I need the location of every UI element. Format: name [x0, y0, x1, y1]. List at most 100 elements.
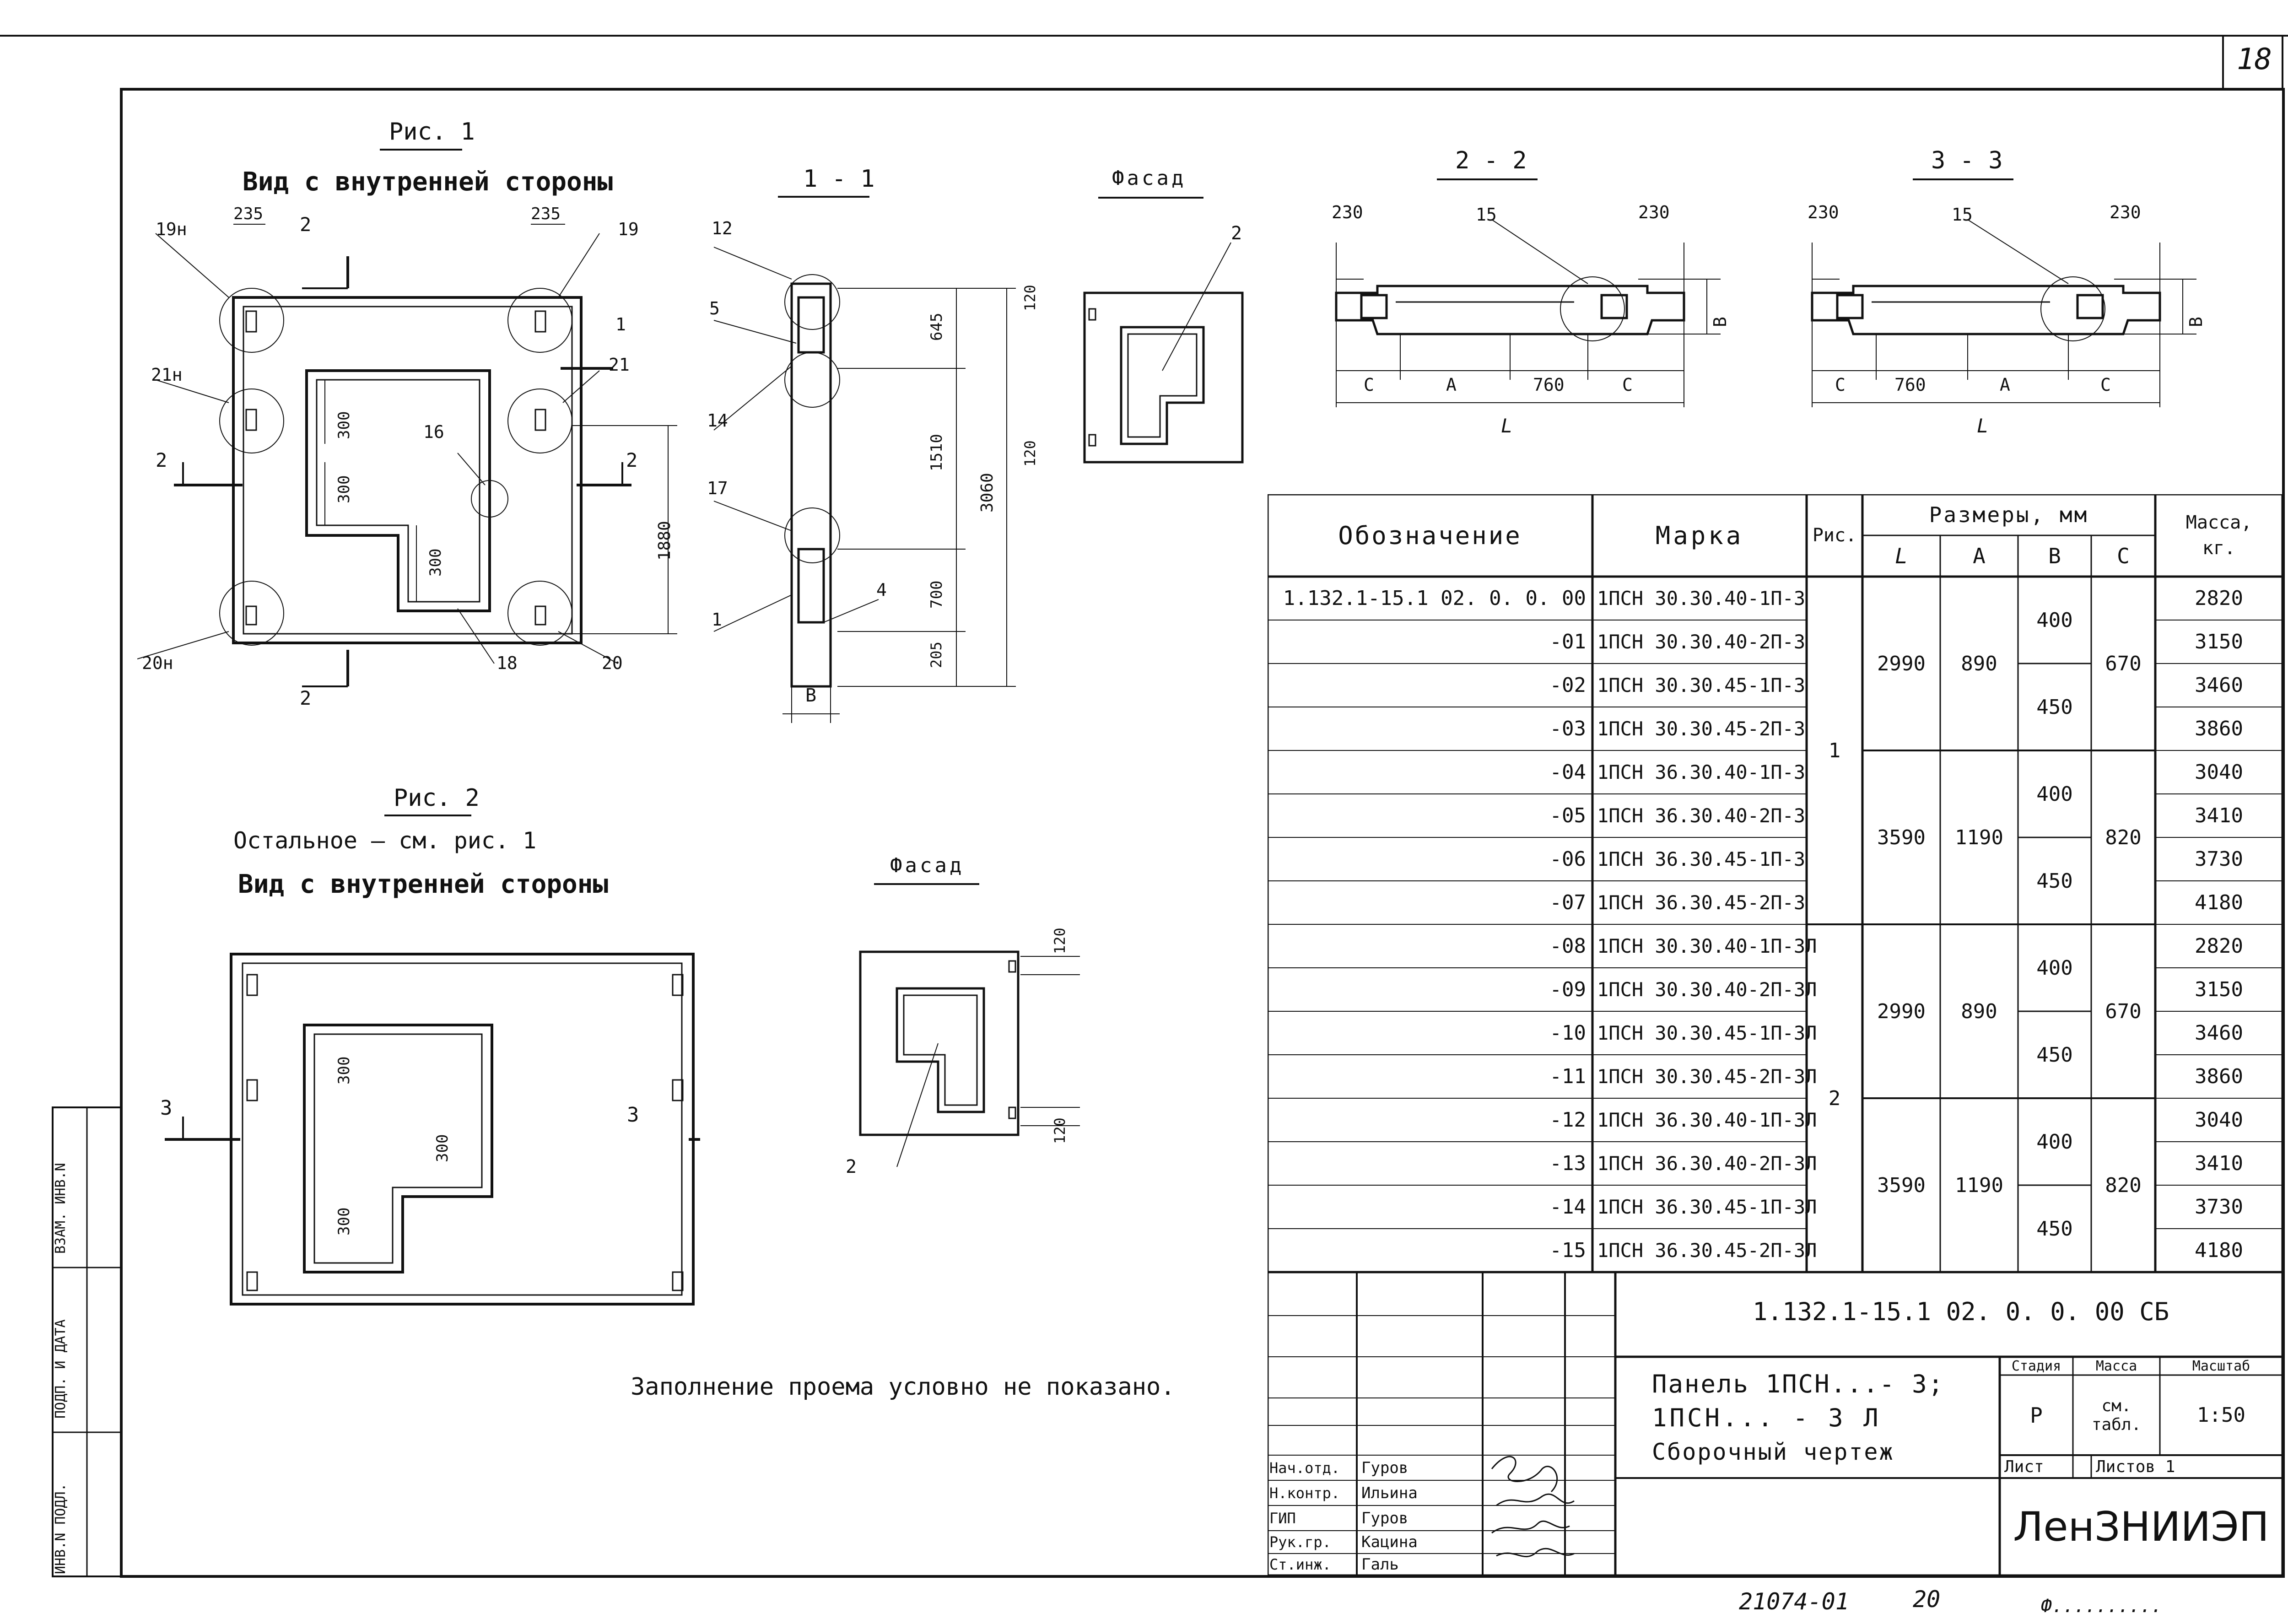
merged-B-450: 450 [2036, 1217, 2073, 1241]
merged-B-400: 400 [2036, 608, 2073, 632]
row-mark: 1ПСН 30.30.40-1П-3 [1597, 587, 1806, 610]
row-mark: 1ПСН 36.30.45-2П-3Л [1597, 1239, 1817, 1262]
stamp-replace-inv: ВЗАМ. ИНВ.N [53, 1163, 69, 1254]
row-designation: -15 [1549, 1239, 1586, 1262]
row-mark: 1ПСН 30.30.45-2П-3 [1597, 718, 1806, 740]
facade1-drawing [1083, 242, 1244, 464]
row-mass: 3040 [2195, 1108, 2243, 1132]
merged-fig-1: 1 [1828, 739, 1841, 762]
row-designation: -04 [1549, 761, 1586, 784]
row-mark: 1ПСН 36.30.40-2П-3 [1597, 804, 1806, 827]
merged-fig-2: 2 [1828, 1086, 1841, 1110]
sheet-label: Лист [2004, 1457, 2044, 1476]
facade1-title: Фасад [1112, 167, 1187, 190]
fig2-section-3-right: 3 [627, 1103, 639, 1127]
fig1-dim-300-b: 300 [335, 475, 353, 503]
row-mass: 3040 [2195, 761, 2243, 784]
stamp-inv-original: ИНВ.N ПОДЛ. [53, 1483, 69, 1574]
row-mass: 2820 [2195, 934, 2243, 958]
row-mass: 3860 [2195, 1065, 2243, 1088]
spec-table: Обозначение Марка Рис. Размеры, мм L А В… [1268, 494, 2283, 1272]
sec11-dim-3060: 3060 [978, 473, 997, 513]
section-1-1-underline [778, 196, 869, 198]
header-mass: Масса, кг. [2185, 512, 2252, 559]
row-designation: -09 [1549, 978, 1586, 1001]
row-mark: 1ПСН 36.30.45-1П-3 [1597, 848, 1806, 870]
row-mark: 1ПСН 30.30.45-1П-3 [1597, 674, 1806, 696]
row-designation: -13 [1549, 1152, 1586, 1175]
row-mark: 1ПСН 36.30.45-1П-3Л [1597, 1196, 1817, 1218]
sec33-label-760: 760 [1894, 375, 1926, 395]
facade2-title: Фасад [890, 854, 965, 877]
facade1-title-underline [1098, 197, 1203, 199]
row-mark: 1ПСН 36.30.40-1П-3 [1597, 761, 1806, 783]
row-mass: 3730 [2195, 1195, 2243, 1219]
header-C: С [2117, 544, 2130, 568]
row-mark: 1ПСН 30.30.45-2П-3Л [1597, 1065, 1817, 1088]
person-name: Ильина [1361, 1484, 1418, 1502]
scale-label: Масштаб [2192, 1358, 2250, 1374]
merged-A-group3: 890 [1961, 999, 1997, 1023]
sec11-dim-120-top: 120 [1021, 285, 1039, 311]
row-mark: 1ПСН 30.30.40-1П-3Л [1597, 935, 1817, 957]
sec11-dim-700: 700 [928, 580, 946, 609]
fig1-label-1: 1 [615, 314, 626, 335]
header-mark: Марка [1655, 521, 1744, 550]
row-designation: -07 [1549, 891, 1586, 914]
row-designation: -14 [1549, 1195, 1586, 1219]
sheets-label: Листов 1 [2096, 1457, 2175, 1476]
spec-table-grid [1268, 494, 2283, 1272]
row-mass: 4180 [2195, 1239, 2243, 1262]
sec11-label-4: 4 [876, 580, 887, 600]
row-designation: -01 [1549, 630, 1586, 653]
sec11-dim-205: 205 [928, 642, 945, 668]
header-dims: Размеры, мм [1929, 502, 2089, 527]
role: Ст.инж. [1269, 1556, 1331, 1573]
title-name-line3: Сборочный чертеж [1652, 1439, 1894, 1465]
merged-C-group2: 820 [2105, 825, 2142, 849]
header-designation: Обозначение [1338, 521, 1522, 550]
fig2-line1: Остальное — см. рис. 1 [233, 827, 537, 854]
merged-L-group4: 3590 [1877, 1173, 1926, 1197]
row-mass: 3410 [2195, 804, 2243, 827]
row-designation: -06 [1549, 847, 1586, 871]
fig2-title: Рис. 2 [394, 784, 480, 812]
merged-C-group1: 670 [2105, 652, 2142, 675]
stage-label: Стадия [2011, 1358, 2061, 1374]
section-3-3-title: 3 - 3 [1931, 147, 2003, 174]
merged-C-group3: 670 [2105, 999, 2142, 1023]
role: Нач.отд. [1269, 1459, 1340, 1477]
page-number: 18 [2237, 43, 2272, 76]
sec22-label-A: А [1446, 375, 1457, 395]
sec22-label-C-right: С [1622, 375, 1633, 395]
sec22-label-760: 760 [1533, 375, 1565, 395]
facade2-dim-120-top: 120 [1051, 928, 1068, 954]
sec11-label-1: 1 [712, 610, 722, 630]
sec33-label-15: 15 [1952, 205, 1973, 225]
row-designation: -08 [1549, 934, 1586, 958]
person-name: Гуров [1361, 1509, 1408, 1527]
fig2-title-underline [384, 815, 471, 816]
bottom-right-code: Ф.......... [2041, 1596, 2162, 1617]
sec22-label-L: L [1501, 415, 1513, 437]
role: ГИП [1269, 1509, 1296, 1527]
sec11-label-14: 14 [707, 410, 728, 431]
fig1-label-19: 19 [618, 219, 639, 239]
fig1-title: Рис. 1 [389, 118, 475, 146]
stage-value: Р [2030, 1403, 2043, 1428]
fig1-dim-300-c: 300 [426, 548, 445, 577]
row-mass: 3150 [2195, 978, 2243, 1001]
sec33-dim-230-left: 230 [1808, 202, 1839, 222]
row-mass: 3410 [2195, 1152, 2243, 1175]
fig1-dim-1880: 1880 [655, 521, 674, 561]
section-1-1-title: 1 - 1 [803, 165, 875, 193]
merged-C-group4: 820 [2105, 1173, 2142, 1197]
row-designation: -02 [1549, 674, 1586, 697]
fig2-section-3-left: 3 [160, 1096, 173, 1120]
header-B: В [2048, 544, 2061, 568]
sec22-dim-230-left: 230 [1332, 202, 1363, 222]
merged-L-group3: 2990 [1877, 999, 1926, 1023]
merged-A-group4: 1190 [1955, 1173, 2003, 1197]
sec11-dim-645: 645 [928, 313, 946, 341]
